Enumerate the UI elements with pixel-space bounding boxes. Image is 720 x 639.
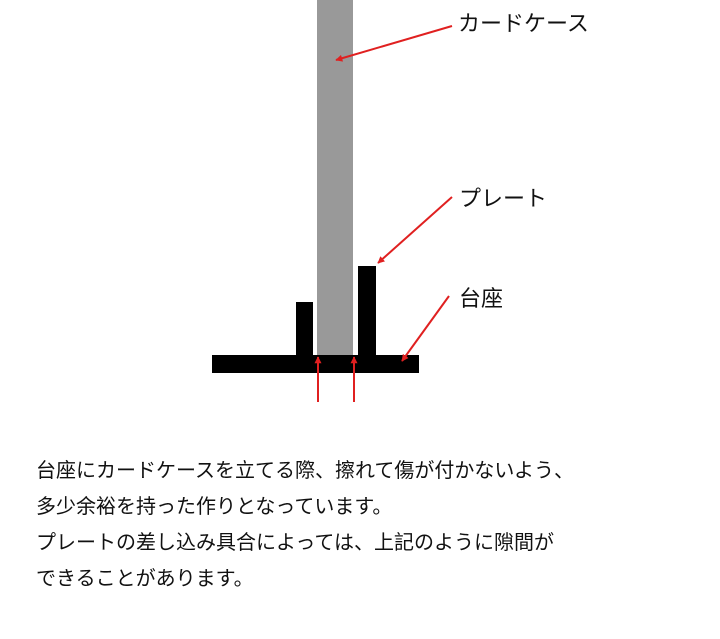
card-case-label: カードケース	[458, 12, 589, 37]
base-plate	[212, 355, 419, 373]
description-line: 多少余裕を持った作りとなっています。	[36, 494, 393, 518]
arrow-to-base	[401, 295, 450, 362]
arrow-to-plate	[377, 196, 453, 264]
plate-label: プレート	[459, 187, 548, 212]
description: 台座にカードケースを立てる際、擦れて傷が付かないよう、 多少余裕を持った作りとな…	[36, 452, 706, 596]
base-label: 台座	[459, 287, 504, 312]
plate	[358, 266, 376, 362]
diagram	[212, 0, 453, 402]
description-line: プレートの差し込み具合によっては、上記のように隙間が	[36, 530, 554, 554]
description-line: 台座にカードケースを立てる際、擦れて傷が付かないよう、	[36, 458, 574, 482]
card-case	[317, 0, 353, 356]
description-line: できることがあります。	[36, 566, 254, 590]
arrow-to-card-case	[335, 25, 453, 62]
base-left-wall	[296, 302, 313, 362]
